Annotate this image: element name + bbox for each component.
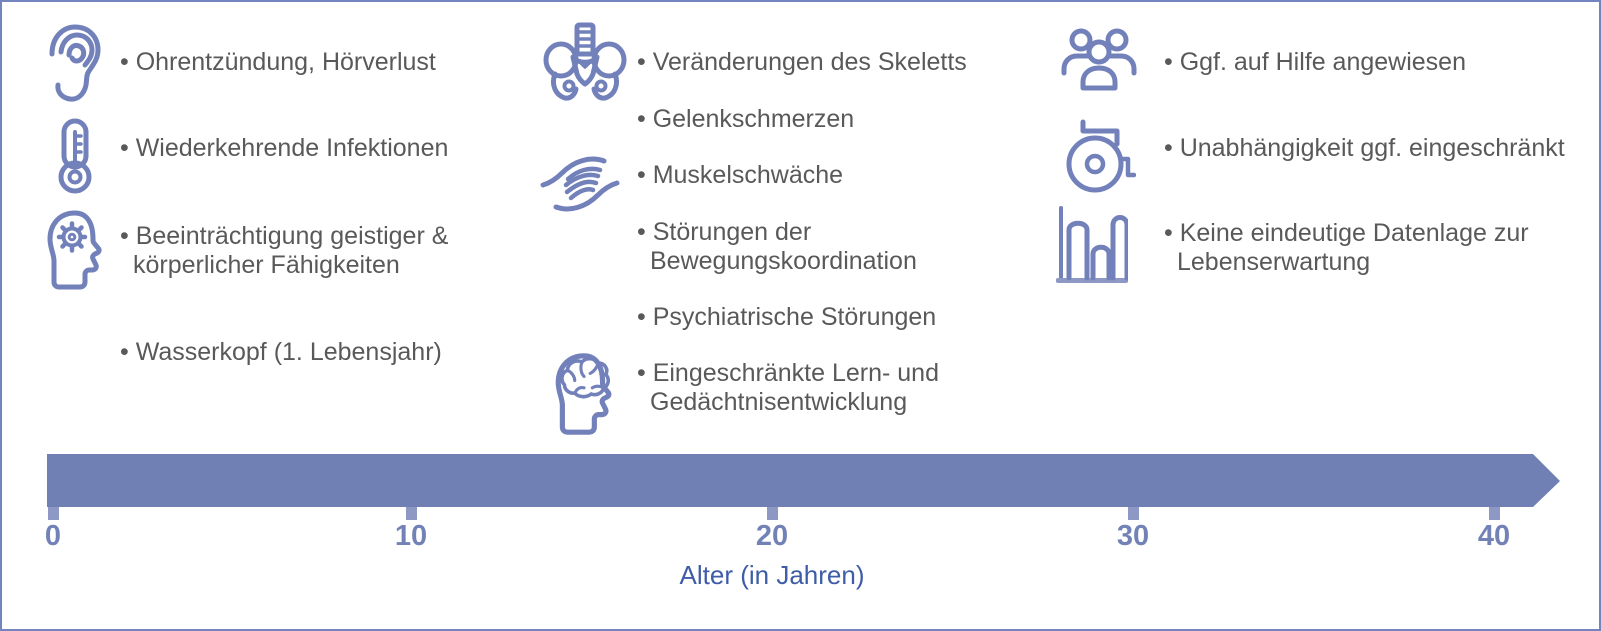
timeline-tick-label: 30	[1116, 520, 1150, 552]
symptom-text: • Störungen der	[637, 218, 812, 246]
timeline-tick-label: 20	[755, 520, 789, 552]
head-brain-icon	[550, 349, 616, 439]
timeline-tick-label: 10	[394, 520, 428, 552]
timeline-bar	[47, 454, 1533, 507]
symptom-text: Lebenserwartung	[1177, 248, 1371, 276]
timeline-tick	[1489, 507, 1500, 520]
symptom-text: • Keine eindeutige Datenlage zur	[1164, 219, 1529, 247]
symptom-item: • Unabhängigkeit ggf. eingeschränkt	[1164, 134, 1565, 163]
hands-icon	[540, 152, 620, 216]
bar-chart-icon	[1056, 206, 1128, 284]
symptom-item: • Veränderungen des Skeletts	[637, 48, 967, 77]
timeline-arrowhead-icon	[1533, 454, 1560, 507]
timeline-tick	[1128, 507, 1139, 520]
wheelchair-icon	[1058, 118, 1136, 194]
pelvis-icon	[542, 22, 628, 110]
symptom-text: • Ggf. auf Hilfe angewiesen	[1164, 48, 1466, 76]
symptom-text: körperlicher Fähigkeiten	[133, 251, 400, 279]
symptom-item: • Psychiatrische Störungen	[637, 303, 936, 332]
symptom-item: • Wiederkehrende Infektionen	[120, 134, 448, 163]
symptom-text: Bewegungskoordination	[650, 247, 917, 275]
symptom-item: • Muskelschwäche	[637, 161, 843, 190]
head-gear-icon	[42, 208, 106, 292]
symptom-text: • Unabhängigkeit ggf. eingeschränkt	[1164, 134, 1565, 162]
symptom-text: • Veränderungen des Skeletts	[637, 48, 967, 76]
symptom-item: • Störungen der Bewegungskoordination	[637, 218, 917, 276]
timeline-tick	[767, 507, 778, 520]
symptom-item: • Keine eindeutige Datenlage zur Lebense…	[1164, 219, 1529, 277]
timeline-tick	[406, 507, 417, 520]
ear-icon	[44, 22, 104, 104]
symptom-item: • Eingeschränkte Lern- und Gedächtnisent…	[637, 359, 939, 417]
symptom-text: • Psychiatrische Störungen	[637, 303, 937, 331]
symptom-item: • Beeinträchtigung geistiger & körperlic…	[120, 222, 448, 280]
symptom-item: • Ggf. auf Hilfe angewiesen	[1164, 48, 1466, 77]
symptom-text: Gedächtnisentwicklung	[650, 388, 908, 416]
symptom-text: • Gelenkschmerzen	[637, 105, 855, 133]
symptom-text: • Wiederkehrende Infektionen	[120, 134, 449, 162]
timeline-tick-label: 40	[1477, 520, 1511, 552]
timeline-tick	[48, 507, 59, 520]
symptom-text: • Beeinträchtigung geistiger &	[120, 222, 449, 250]
timeline-axis-label: Alter (in Jahren)	[679, 560, 865, 590]
thermometer-icon	[52, 118, 98, 194]
symptom-item: • Ohrentzündung, Hörverlust	[120, 48, 436, 77]
symptom-text: • Eingeschränkte Lern- und	[637, 359, 939, 387]
timeline-tick-label: 0	[44, 520, 62, 552]
symptom-text: • Muskelschwäche	[637, 161, 844, 189]
symptom-item: • Gelenkschmerzen	[637, 105, 854, 134]
group-icon	[1060, 26, 1138, 92]
symptom-text: • Wasserkopf (1. Lebensjahr)	[120, 338, 442, 366]
symptom-text: • Ohrentzündung, Hörverlust	[120, 48, 436, 76]
symptom-item: • Wasserkopf (1. Lebensjahr)	[120, 338, 442, 367]
